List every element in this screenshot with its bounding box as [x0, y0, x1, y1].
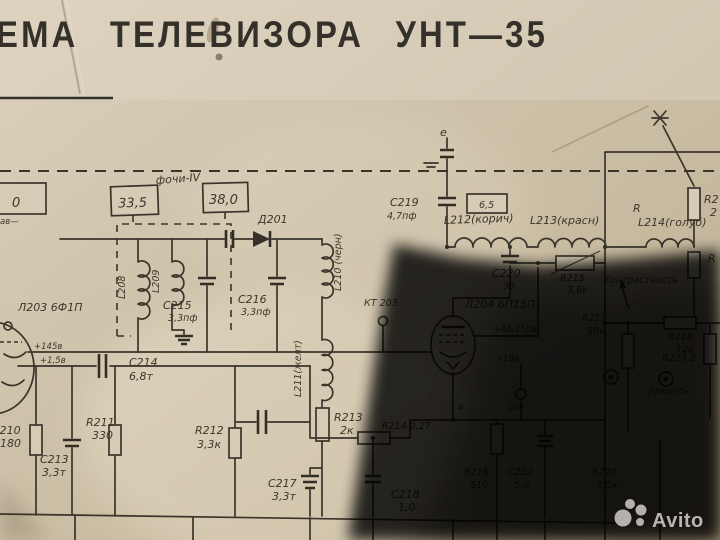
coil-l210-label: L210 (черн) — [333, 233, 344, 291]
asterisk-mark — [651, 110, 669, 126]
coil-l211-label: L211(желт) — [293, 340, 304, 397]
coil-l209 — [171, 238, 185, 335]
tube-top-cap-terminal — [3, 321, 13, 331]
voltage-1-5: +1,5в — [40, 356, 66, 366]
shield-boundary: е — [0, 126, 720, 197]
edge-note: ав— — [0, 217, 19, 227]
resistor-r213 — [315, 407, 330, 442]
coil-l213-label: L213(красн) — [530, 214, 599, 227]
ground-icon — [175, 334, 193, 346]
freq-box-0 — [0, 182, 47, 215]
freq-box-1-value: 33,5 — [118, 196, 147, 212]
capacitor-c219-label: С219 — [390, 196, 419, 209]
coil-l209-label: L209 — [151, 270, 162, 293]
paper-crease — [61, 0, 81, 95]
test-point-kt203-label: КТ 203 — [364, 298, 398, 309]
avito-wordmark: Avito — [652, 510, 704, 532]
freq-box-2 — [201, 181, 250, 214]
wiring-rails: С214 6,8т +145в +1,5в — [17, 342, 431, 383]
wiring-top-rail: Д201 — [59, 213, 323, 248]
capacitor-c220-symbol — [501, 254, 519, 264]
capacitor-c213-symbol — [63, 438, 81, 448]
capacitor-c217-value: 3,3т — [272, 490, 296, 503]
freq-box-3-value: 6,5 — [479, 200, 494, 211]
capacitor-c217-label: С217 — [268, 477, 297, 490]
capacitor-c215-label: С215 — [163, 299, 192, 312]
voltage-145: +145в — [34, 342, 62, 352]
resistor-r210-value: 180 — [0, 437, 21, 450]
capacitor-c219-value: 4,7пф — [387, 211, 416, 222]
tube-l203: Л203 6Ф1П — [0, 301, 83, 415]
shield-box-dashed — [116, 223, 232, 337]
tube-l203-label: Л203 6Ф1П — [17, 301, 83, 314]
capacitor-c215-value: 3,3пф — [168, 313, 197, 324]
resistor-r211-value: 330 — [92, 429, 113, 442]
resistor-r211 — [108, 424, 122, 456]
resistor-r-label: R — [633, 202, 641, 215]
freq-box-2-value: 38,0 — [209, 193, 238, 208]
avito-logo-icon — [614, 499, 647, 527]
diode-d201: Д201 — [253, 213, 288, 247]
coil-l212-label: L212(корич) — [444, 212, 514, 227]
capacitor-c214-value: 6,8т — [129, 370, 153, 383]
resistor-r2-value: 2 — [710, 206, 717, 219]
top-chain: С219 4,7пф 6,5 L212(корич) L213(красн) R… — [387, 193, 707, 249]
shadow-overlay — [348, 244, 720, 540]
l210-column: L210 (черн) L211(желт) R213 2к С217 3,3т — [268, 233, 363, 517]
resistor-r211-label: R211 — [86, 416, 115, 429]
paper-crease — [551, 105, 649, 153]
capacitor-c214-label: С214 — [129, 356, 158, 369]
avito-watermark: Avito — [614, 499, 704, 532]
resistor-r212-label: R212 — [195, 424, 224, 437]
diode-d201-label: Д201 — [257, 213, 288, 226]
if-contour: L208 L209 С215 3,3пф С216 3,3пф — [117, 238, 286, 353]
capacitor-c217-symbol — [301, 474, 319, 490]
paper-stain — [206, 17, 220, 43]
resistor-r210 — [29, 424, 43, 456]
freq-box-3 — [466, 193, 508, 214]
capacitor-c216: С216 3,3пф — [238, 238, 286, 353]
resistor-r2-label: R2 — [704, 193, 719, 206]
resistor-r212 — [228, 427, 242, 459]
capacitor-c215: С215 3,3пф — [163, 238, 216, 353]
capacitor-c213-value: 3,3т — [42, 466, 66, 479]
capacitor-c219-symbol — [438, 196, 456, 207]
capacitor-c216-value: 3,3пф — [241, 307, 270, 318]
capacitor-c216-label: С216 — [238, 293, 267, 306]
capacitor-c214-symbol — [97, 354, 108, 378]
freq-box-0-value: 0 — [12, 196, 20, 211]
coil-l210-l211 — [321, 238, 335, 409]
resistor-r213-value: 2к — [340, 424, 354, 437]
resistor-r210-label: R210 — [0, 424, 21, 437]
frequency-markers: 0 33,5 38,0 фочи-IV ав— — [0, 171, 250, 227]
paper-stain — [215, 53, 223, 61]
terminal-e-label: е — [440, 126, 447, 139]
resistor-r213-label: R213 — [334, 411, 363, 424]
title-block: ЕМА ТЕЛЕВИЗОРА УНТ—35 — [0, 14, 548, 100]
resistor-r212-value: 3,3к — [197, 438, 221, 451]
freq-box-1 — [109, 184, 160, 217]
coil-l208 — [137, 238, 151, 353]
coil-l208-label: L208 — [117, 276, 128, 299]
bottom-left-components: R210 180 С213 3,3т R211 330 R212 3,3к — [0, 365, 311, 517]
page-title: ЕМА ТЕЛЕВИЗОРА УНТ—35 — [0, 14, 548, 55]
section-label: фочи-IV — [155, 171, 202, 187]
capacitor-c213-label: С213 — [40, 453, 69, 466]
coil-l212-l213-l214 — [446, 237, 695, 248]
resistor-r2-edge — [687, 187, 701, 221]
